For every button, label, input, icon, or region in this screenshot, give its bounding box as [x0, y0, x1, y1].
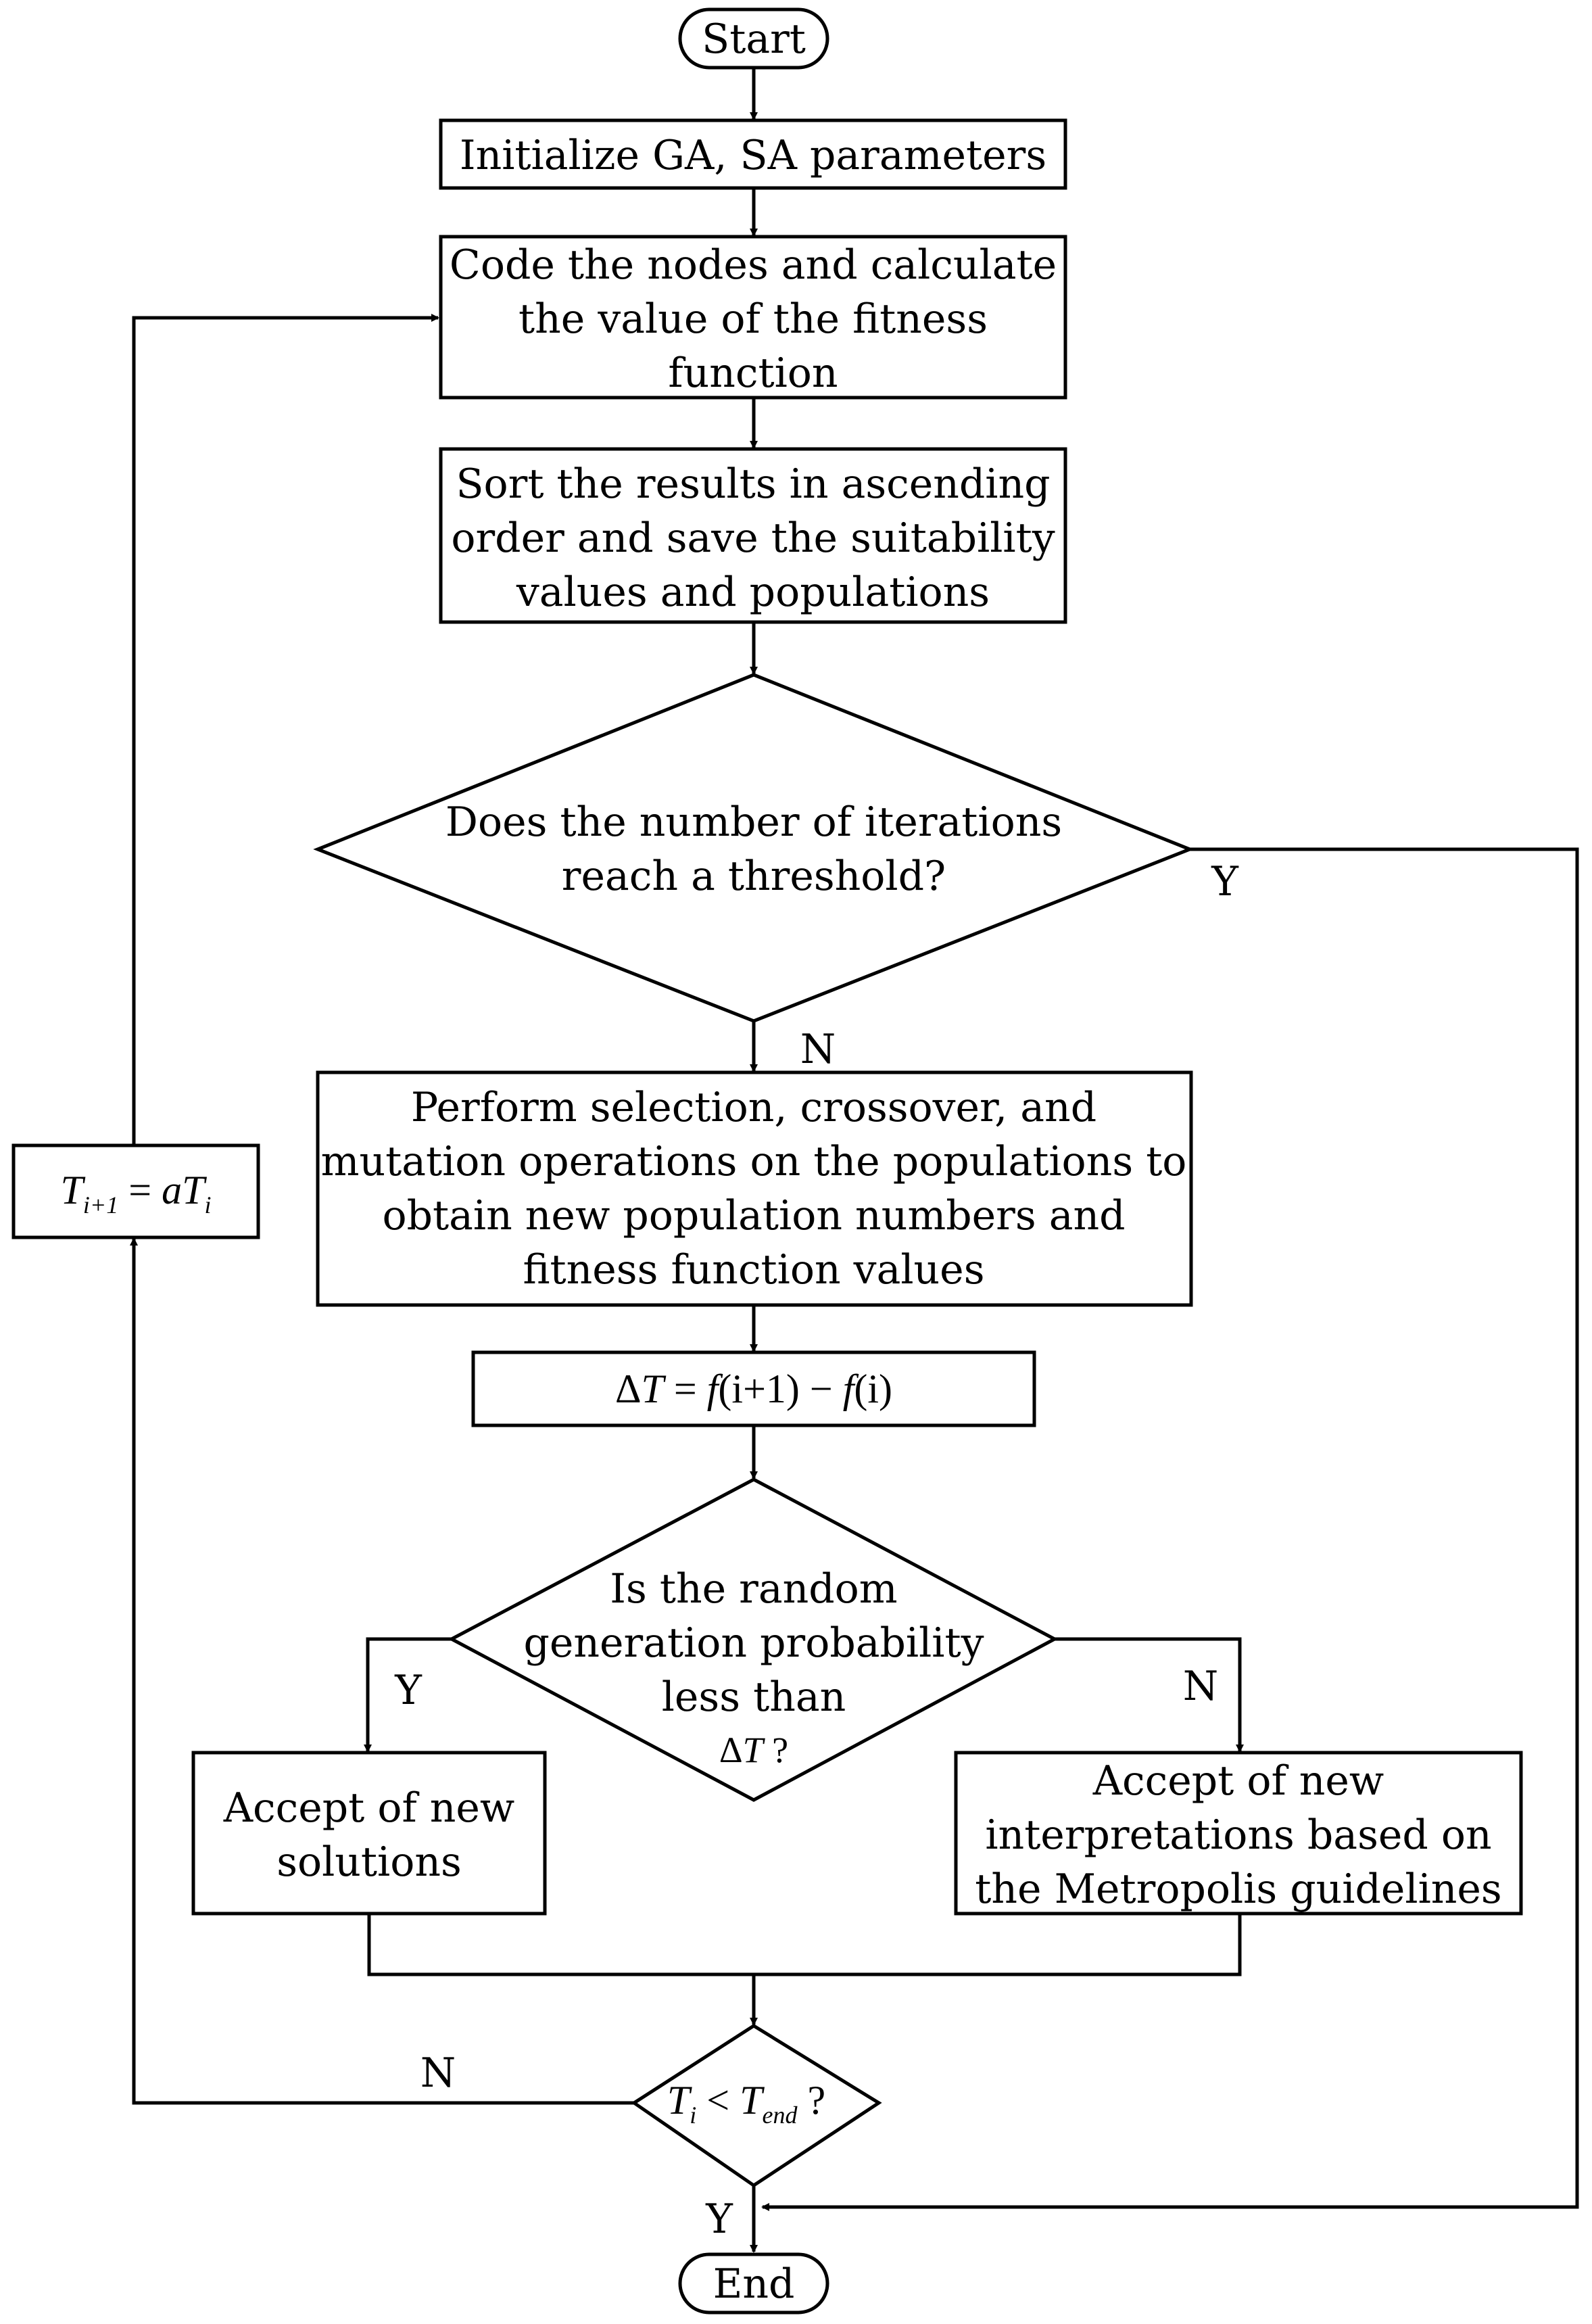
- decision-prob-delta: ΔT ?: [719, 1730, 788, 1770]
- arrow-temp-no: [130, 1237, 634, 2105]
- label-yes-temp: Y: [705, 2196, 733, 2243]
- label-no-prob: N: [1183, 1663, 1219, 1710]
- decision-probability: Is the random generation probability les…: [448, 1477, 1059, 1802]
- perform-ops-box: Perform selection, crossover, and mutati…: [316, 1070, 1193, 1307]
- perform-line-2: mutation operations on the populations t…: [321, 1138, 1187, 1185]
- start-terminal: Start: [678, 7, 829, 70]
- init-label: Initialize GA, SA parameters: [460, 132, 1046, 179]
- decision-iter-line-2: reach a threshold?: [562, 853, 946, 900]
- code-nodes-line-2: the value of the fitness: [518, 295, 988, 343]
- temp-check-label: Ti < Tend ?: [667, 2078, 825, 2129]
- temp-update-box: Ti+1 = aTi: [11, 1143, 260, 1239]
- delta-formula-box: ΔT = f(i+1) − f(i): [471, 1350, 1036, 1427]
- delta-formula: ΔT = f(i+1) − f(i): [615, 1367, 892, 1411]
- label-yes-iter: Y: [1211, 858, 1239, 905]
- sort-line-1: Sort the results in ascending: [456, 460, 1050, 508]
- arrow-temp-update-to-code: [132, 314, 439, 1145]
- arrow-iter-yes-to-end: [761, 847, 1579, 2211]
- decision-iter-line-1: Does the number of iterations: [445, 799, 1062, 846]
- accept-new-line-1: Accept of new: [223, 1784, 515, 1832]
- accept-metropolis-box: Accept of new interpretations based on t…: [954, 1751, 1523, 1916]
- perform-line-4: fitness function values: [523, 1246, 985, 1294]
- merge-line: [367, 1914, 1242, 1976]
- accept-new-box: Accept of new solutions: [191, 1751, 547, 1916]
- init-box: Initialize GA, SA parameters: [439, 118, 1067, 190]
- sort-line-3: values and populations: [516, 569, 990, 616]
- end-label: End: [713, 2260, 795, 2308]
- accept-new-line-2: solutions: [276, 1839, 462, 1886]
- decision-prob-line-1: Is the random: [610, 1565, 897, 1613]
- perform-line-1: Perform selection, crossover, and: [411, 1084, 1096, 1131]
- metropolis-line-2: interpretations based on: [985, 1811, 1491, 1859]
- label-no-iter: N: [800, 1026, 836, 1073]
- code-nodes-line-3: function: [668, 350, 838, 397]
- label-no-temp: N: [420, 2049, 456, 2097]
- metropolis-line-3: the Metropolis guidelines: [975, 1866, 1501, 1913]
- perform-line-3: obtain new population numbers and: [382, 1192, 1125, 1239]
- sort-results-box: Sort the results in ascending order and …: [439, 447, 1067, 624]
- metropolis-line-1: Accept of new: [1092, 1757, 1384, 1805]
- decision-prob-line-3: less than: [662, 1674, 846, 1721]
- arrow-prob-no: [1055, 1637, 1244, 1753]
- decision-prob-line-2: generation probability: [523, 1619, 984, 1667]
- sort-line-2: order and save the suitability: [451, 515, 1055, 562]
- code-nodes-line-1: Code the nodes and calculate: [450, 241, 1057, 289]
- start-label: Start: [702, 16, 806, 63]
- temp-check-decision: Ti < Tend ?: [631, 2024, 882, 2188]
- temp-update-label: Ti+1 = aTi: [61, 1168, 212, 1218]
- label-yes-prob: Y: [394, 1667, 423, 1714]
- arrow-prob-yes: [364, 1637, 452, 1753]
- end-terminal: End: [678, 2252, 829, 2315]
- decision-iterations: Does the number of iterations reach a th…: [313, 673, 1195, 1023]
- code-nodes-box: Code the nodes and calculate the value o…: [439, 235, 1067, 400]
